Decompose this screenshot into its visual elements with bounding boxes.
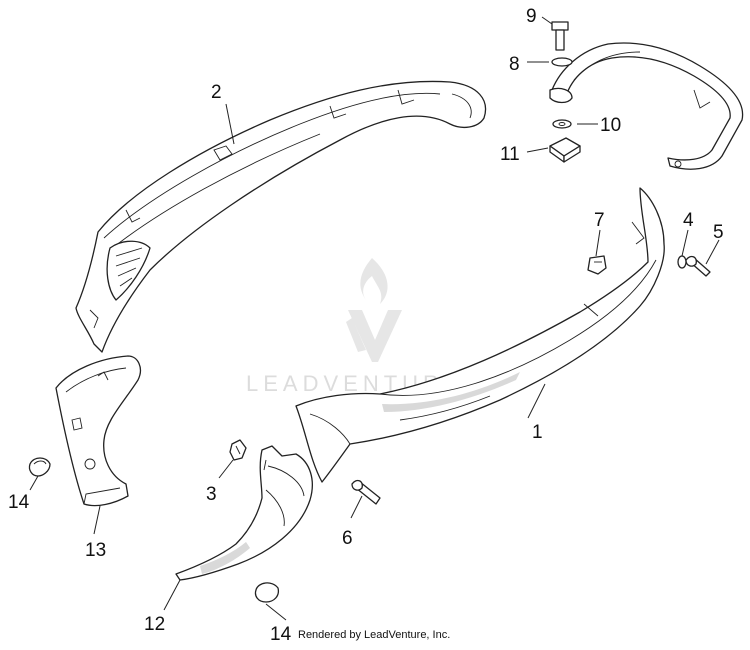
- callout-7: 7: [594, 210, 605, 231]
- part-14-plug-bottom[interactable]: [254, 582, 280, 603]
- callout-5: 5: [713, 222, 724, 243]
- part-2-upper-side-trim[interactable]: [75, 80, 487, 353]
- leadventure-logo-watermark: [346, 258, 402, 362]
- callout-13: 13: [85, 540, 106, 561]
- part-14-plug-left[interactable]: [28, 457, 51, 477]
- part-5-screw[interactable]: [685, 255, 711, 277]
- part-6-screw[interactable]: [351, 479, 381, 505]
- leader-lines: [29, 16, 720, 621]
- callout-2: 2: [211, 82, 222, 103]
- part-4-washer[interactable]: [677, 255, 687, 269]
- callout-10: 10: [600, 115, 621, 136]
- callout-1: 1: [532, 422, 543, 443]
- part-13-rear-cover[interactable]: [55, 355, 142, 507]
- part-9-bolt[interactable]: [551, 21, 569, 51]
- callout-6: 6: [342, 528, 353, 549]
- callouts: 1 2 3 4 5 6 7 8 9 10 11 12 13 14 14: [8, 6, 724, 645]
- part-7-clip-nut[interactable]: [587, 255, 607, 275]
- part-10-washer[interactable]: [552, 119, 572, 129]
- callout-14-left: 14: [8, 492, 30, 513]
- render-credit: Rendered by LeadVenture, Inc.: [298, 629, 450, 641]
- callout-4: 4: [683, 210, 694, 231]
- callout-9: 9: [526, 6, 537, 27]
- grab-handle[interactable]: [549, 42, 744, 170]
- part-1-lower-side-trim[interactable]: [295, 187, 665, 483]
- part-8-washer[interactable]: [551, 57, 573, 67]
- callout-8: 8: [509, 54, 520, 75]
- part-11-nut[interactable]: [549, 137, 581, 163]
- part-12-floor-bracket[interactable]: [175, 445, 313, 581]
- part-3-clip[interactable]: [229, 439, 247, 461]
- callout-12: 12: [144, 614, 165, 635]
- callout-14-bottom: 14: [270, 624, 292, 645]
- callout-11: 11: [500, 144, 520, 165]
- callout-3: 3: [206, 484, 217, 505]
